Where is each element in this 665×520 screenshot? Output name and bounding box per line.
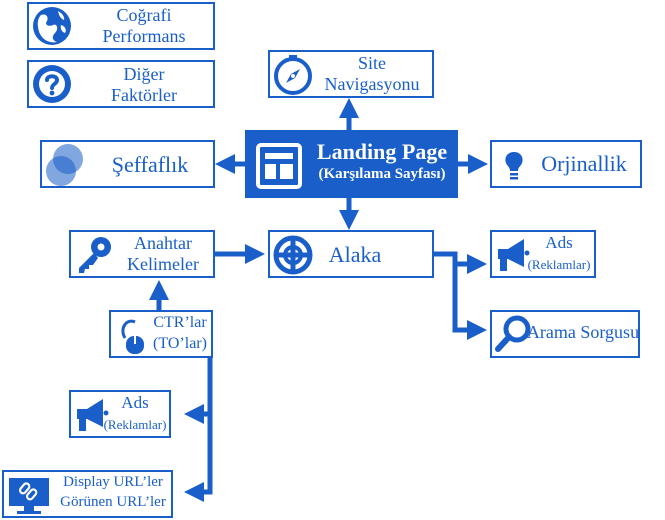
node-transparency-label: Şeffaflık: [111, 152, 189, 177]
globe-icon: [33, 7, 71, 45]
arrow-relevance-to-ads: [434, 251, 487, 274]
question-icon: [33, 65, 71, 103]
node-search-query: Arama Sorgusu: [490, 310, 640, 358]
node-ads-left: Ads (Reklamlar): [69, 390, 171, 438]
node-landing-page-title: Landing Page: [316, 139, 448, 164]
overlap-circles-icon: [46, 144, 83, 186]
node-ctr-line2: (TO’lar): [153, 335, 207, 352]
node-display-url-line2: Görünen URL’ler: [60, 494, 166, 510]
node-relevance: Alaka: [268, 230, 434, 278]
node-landing-page: Landing Page (Karşılama Sayfası): [245, 130, 458, 198]
arrow-ctr-to-display: [184, 414, 213, 502]
node-ctr-line1: CTR’lar: [153, 314, 207, 331]
mouse-icon: [121, 319, 144, 354]
node-keywords-line1: Anahtar: [134, 233, 192, 253]
node-other-factors-line1: Diğer: [123, 64, 165, 84]
node-keywords: Anahtar Kelimeler: [69, 230, 215, 278]
arrow-ctr-to-ads: [184, 358, 213, 424]
node-keywords-line2: Kelimeler: [127, 254, 199, 274]
node-ads-right-line2: (Reklamlar): [527, 257, 591, 272]
megaphone-icon: [498, 239, 530, 271]
node-display-url: Display URL’ler Görünen URL’ler: [2, 470, 173, 518]
monitor-link-icon: [9, 478, 49, 514]
node-display-url-line1: Display URL’ler: [63, 474, 163, 490]
node-other-factors: Diğer Faktörler: [27, 60, 215, 108]
compass-icon: [274, 55, 312, 95]
node-originality: Orjinallik: [490, 140, 642, 188]
node-site-navigation-line1: Site: [357, 53, 386, 73]
node-relevance-label: Alaka: [328, 242, 382, 267]
node-other-factors-line2: Faktörler: [111, 85, 177, 105]
node-site-navigation-line2: Navigasyonu: [324, 74, 420, 94]
node-ads-left-line1: Ads: [121, 393, 149, 412]
node-geographic-performance-line2: Performans: [102, 26, 186, 46]
node-ads-right-line1: Ads: [545, 233, 573, 252]
layout-icon: [256, 143, 302, 189]
node-originality-label: Orjinallik: [541, 151, 627, 176]
node-geographic-performance: Coğrafi Performans: [27, 2, 215, 50]
node-site-navigation: Site Navigasyonu: [268, 50, 434, 98]
node-ctr: CTR’lar (TO’lar): [109, 310, 213, 358]
node-search-query-label: Arama Sorgusu: [526, 322, 640, 342]
crosshair-icon: [273, 235, 313, 275]
key-icon: [79, 237, 111, 273]
node-landing-page-subtitle: (Karşılama Sayfası): [318, 166, 446, 182]
arrow-relevance-to-search: [452, 264, 487, 340]
lightbulb-icon: [505, 152, 523, 180]
node-transparency: Şeffaflık: [40, 140, 215, 188]
magnifier-icon: [495, 315, 531, 352]
node-ads-left-line2: (Reklamlar): [103, 417, 167, 432]
megaphone-icon: [77, 399, 109, 431]
node-geographic-performance-line1: Coğrafi: [116, 5, 172, 25]
node-ads-right: Ads (Reklamlar): [490, 230, 596, 278]
